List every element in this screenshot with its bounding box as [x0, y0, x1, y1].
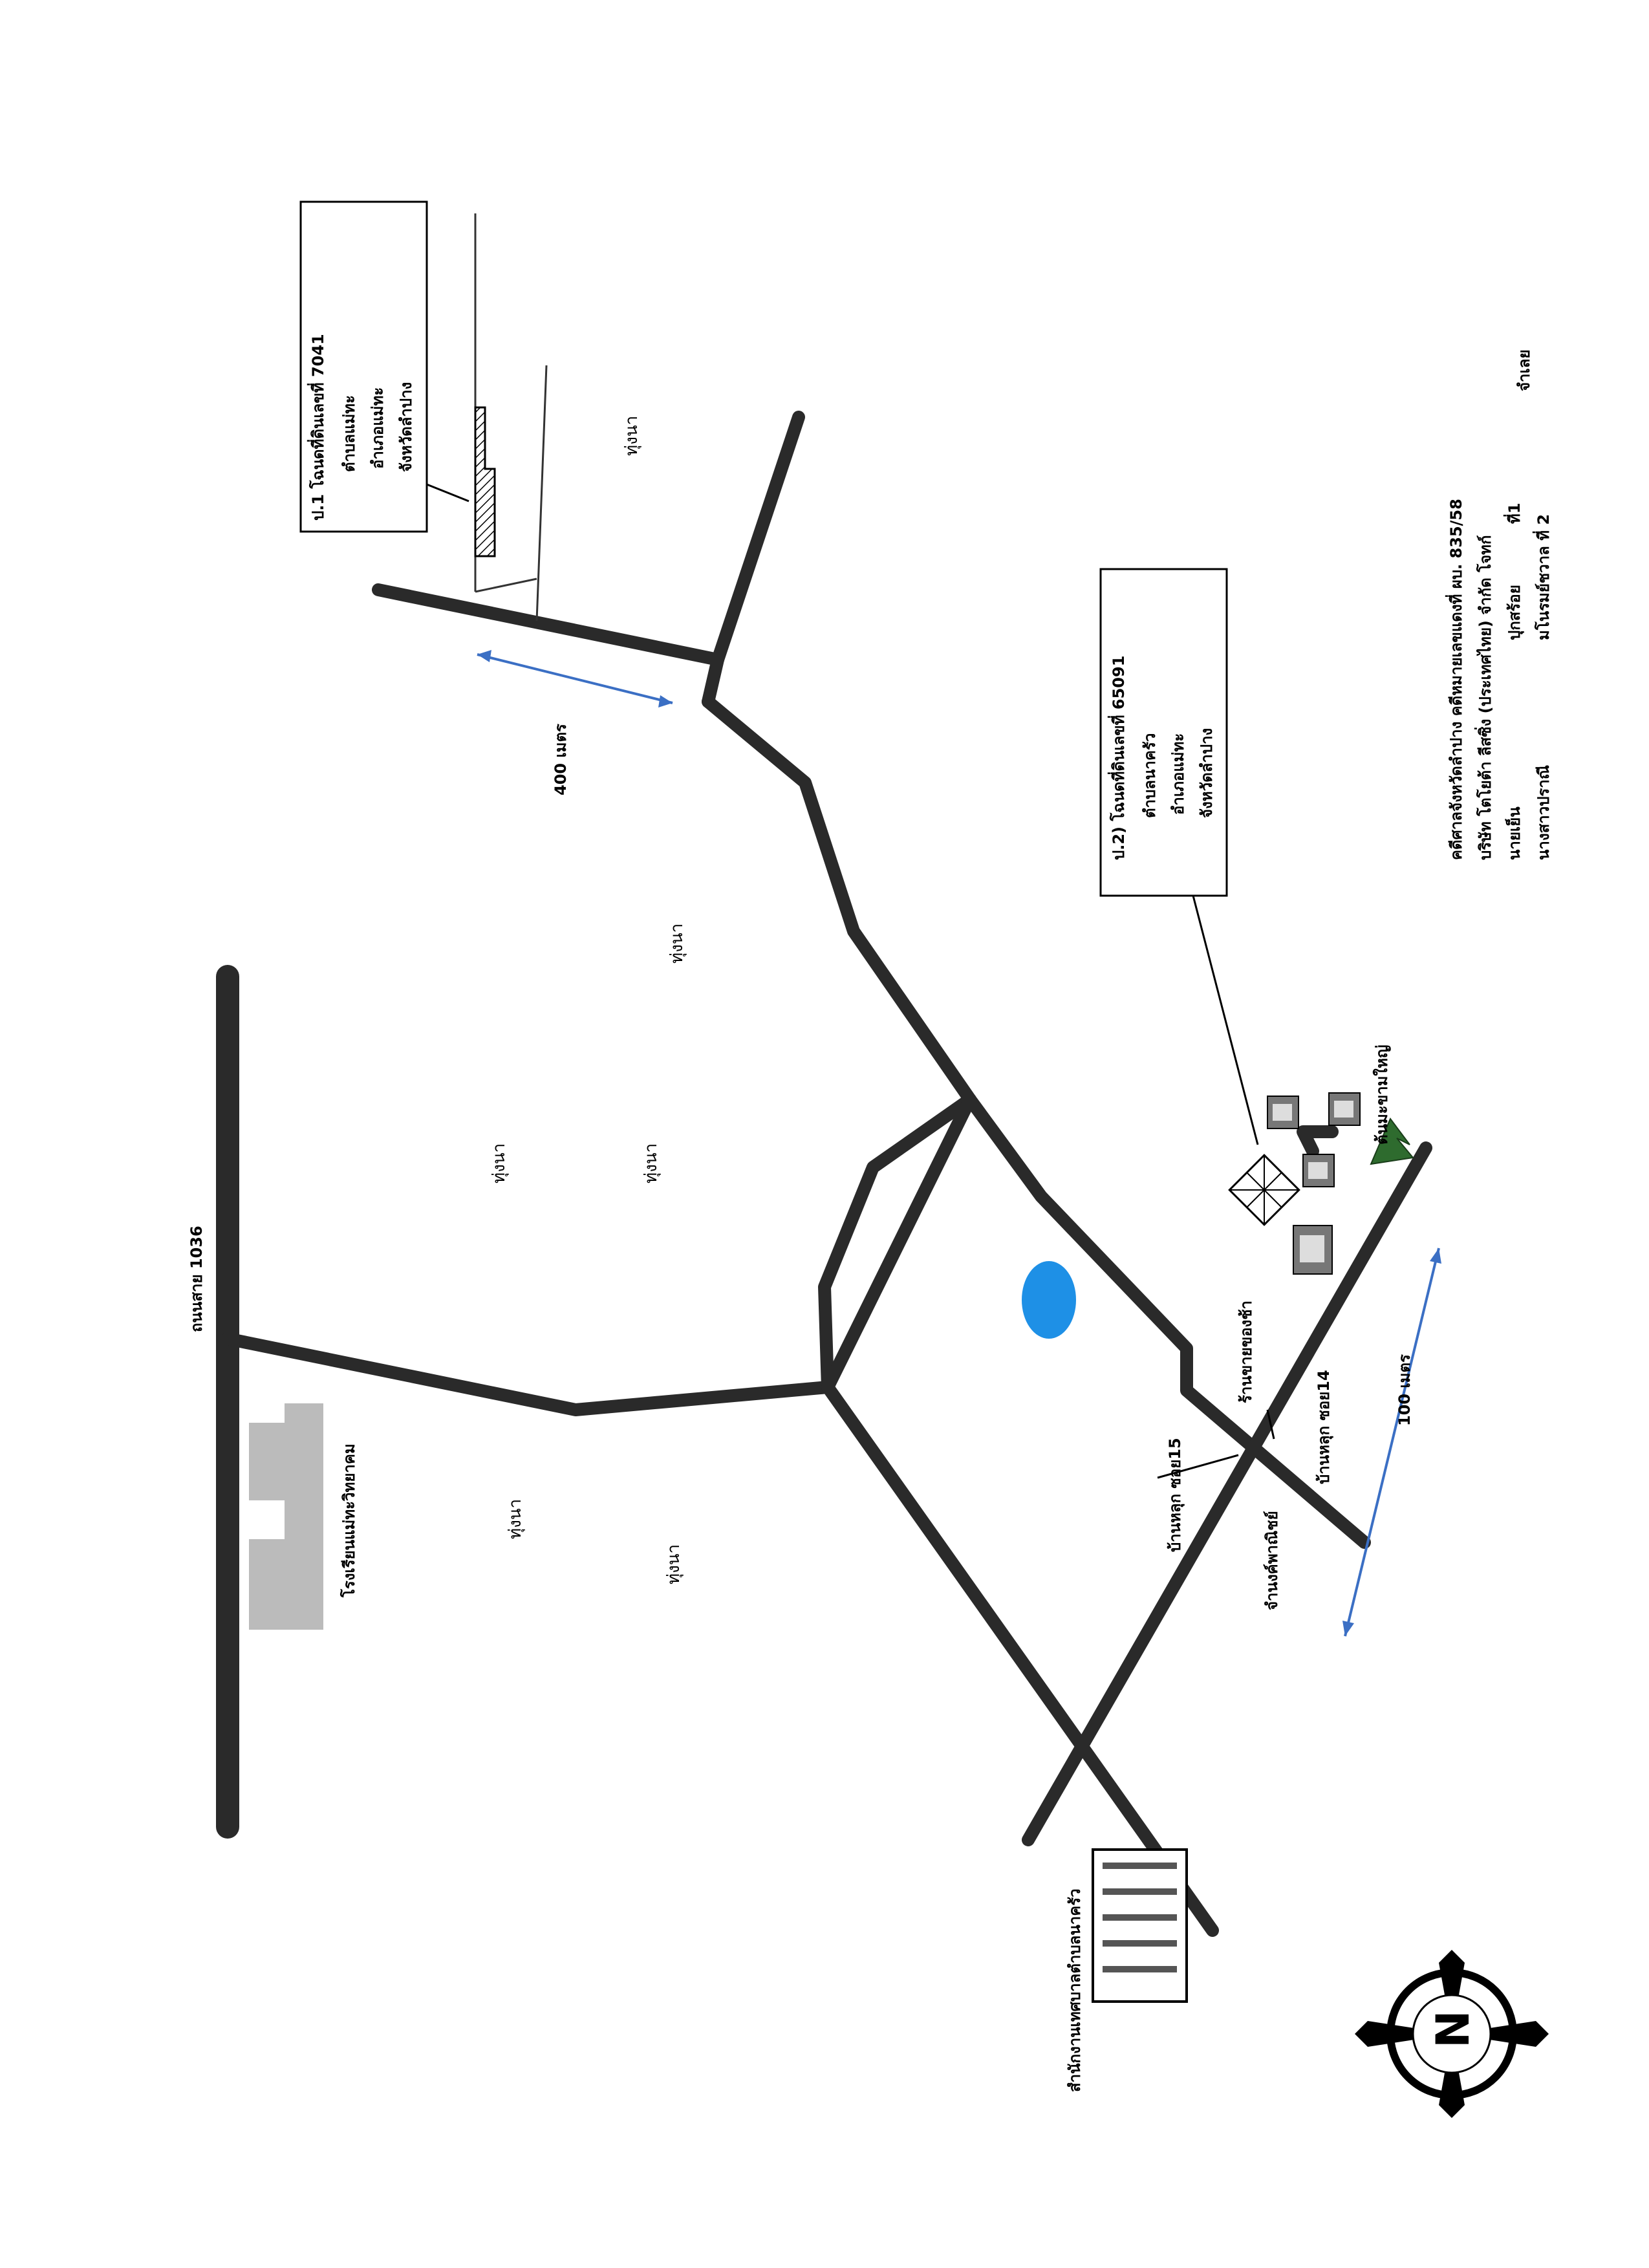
plot1-info-box — [299, 200, 428, 533]
plot2-pointer — [1192, 895, 1259, 1145]
case-info-defendant1-surname: ปุกสร้อย — [1505, 585, 1525, 640]
plot1-boundary-line — [535, 365, 548, 621]
field-label: ทุ่งนา — [664, 1544, 684, 1584]
case-info-defendant2-surname: มโนรมย์ชวาล ที่ 2 — [1532, 514, 1553, 640]
plot1-line4: จังหวัดลำปาง — [397, 382, 415, 472]
house-icon — [1328, 1092, 1361, 1126]
house-icon — [1302, 1154, 1335, 1187]
house-icon — [1293, 1225, 1333, 1275]
distance-100m-arrow — [1344, 1247, 1440, 1637]
case-info-line2: บริษัท โตโยต้า ลีสซิ่ง (ประเทศไทย) จำกัด… — [1474, 535, 1494, 860]
plot2-line3: อำเภอแม่ทะ — [1169, 733, 1187, 815]
plot1-parcel — [474, 406, 496, 557]
road-upper-right — [711, 411, 805, 666]
house-icon — [1267, 1096, 1299, 1129]
plot1-line2: ตำบลแม่ทะ — [340, 395, 358, 472]
plot2-info-box — [1099, 568, 1228, 897]
plot1-pointer — [420, 481, 469, 502]
arrow-head — [1430, 1248, 1441, 1264]
compass-rose: N — [1355, 1950, 1549, 2118]
arrow-head — [1342, 1621, 1354, 1636]
road-upper-fork — [372, 583, 724, 708]
compass-north-letter: N — [1427, 2010, 1480, 2048]
school-building-icon — [249, 1403, 323, 1630]
plot2-line2: ตำบลนาครัว — [1141, 733, 1159, 818]
case-info-line1: คดีศาลจังหวัดลำปาง คดีหมายเลขแดงที่ ผบ. … — [1445, 499, 1465, 860]
road-left-loop — [818, 1093, 976, 1394]
road-1036-label: ถนนสาย 1036 — [188, 1226, 206, 1332]
elephant-shop-label: ร้านขายของช้า — [1237, 1301, 1255, 1403]
arrow-head — [658, 695, 673, 707]
field-label: ทุ่งนา — [667, 923, 687, 964]
chamnong-phanit-label: จำนงค์พาณิชย์ — [1263, 1511, 1281, 1610]
tamarind-tree-icon — [1370, 1118, 1414, 1165]
arrow-head — [477, 650, 491, 662]
road-to-plot2 — [964, 1093, 1371, 1549]
distance-400m-arrow — [477, 653, 673, 704]
case-info-defendant2-name: นางสาวปราณี — [1535, 765, 1553, 860]
plot2-line1: ป.2) โฉนดที่ดินเลขที่ 65091 — [1107, 656, 1128, 860]
field-label: ทุ่งนา — [490, 1143, 509, 1183]
soi15-pointer — [1157, 1454, 1239, 1479]
pond — [1022, 1261, 1076, 1339]
municipal-office-icon — [1092, 1848, 1188, 2003]
plot1-line1: ป.1 โฉนดที่ดินเลขที่ 7041 — [307, 334, 327, 521]
field-label: ทุ่งนา — [641, 1143, 661, 1183]
road-school-branch — [221, 1332, 834, 1416]
municipal-office-label: สำนักงานเทศบาลตำบลนาครัว — [1066, 1888, 1084, 2092]
soi14-pointer — [1266, 1409, 1275, 1440]
plot1-line3: อำเภอแม่ทะ — [369, 387, 387, 469]
ban-hluk-soi14-label: บ้านหลุก ซอย14 — [1315, 1370, 1334, 1484]
road-plot2-spur — [1297, 1125, 1339, 1158]
ban-hluk-soi15-label: บ้านหลุก ซอย15 — [1166, 1438, 1185, 1552]
case-info-defendant1-no: ที่1 — [1503, 502, 1524, 524]
road-main-north — [702, 695, 976, 1394]
case-info-defendant-label: จำเลย — [1515, 349, 1533, 391]
field-label: ทุ่งนา — [506, 1499, 525, 1539]
plot2-line4: จังหวัดลำปาง — [1198, 728, 1216, 818]
distance-400m-label: 400 เมตร — [552, 724, 570, 795]
school-label: โรงเรียนแม่ทะวิทยาคม — [339, 1443, 358, 1598]
road-soi-diagonal — [1022, 1141, 1432, 1846]
road-diagonal-south — [821, 1381, 1219, 1937]
case-info-defendant1-name: นายเย็น — [1505, 806, 1524, 860]
field-label: ทุ่งนา — [622, 416, 641, 456]
distance-100m-label: 100 เมตร — [1396, 1354, 1414, 1426]
plot1-boundary-line — [475, 578, 537, 593]
plot2-parcel-marker — [1228, 1154, 1300, 1226]
big-tamarind-label: ต้นมะขามใหญ่ — [1372, 1045, 1391, 1145]
